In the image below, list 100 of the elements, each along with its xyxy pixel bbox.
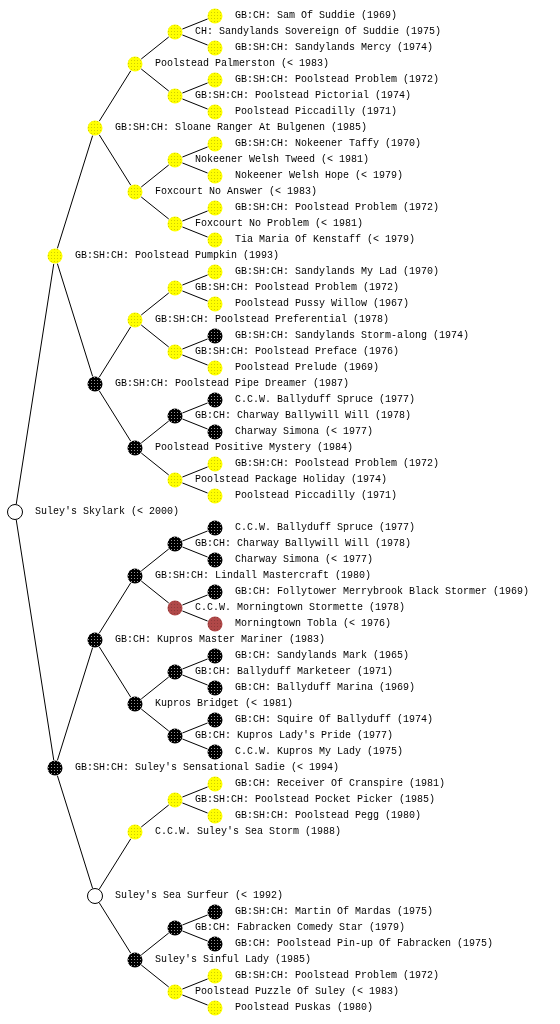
node-circle xyxy=(207,8,223,24)
pedigree-name: GB:SH:CH: Poolstead Pipe Dreamer (1987) xyxy=(115,378,350,390)
connector-line xyxy=(140,964,170,988)
node-circle xyxy=(207,936,223,952)
node-circle xyxy=(207,520,223,536)
node-circle xyxy=(87,376,103,392)
node-circle xyxy=(167,408,183,424)
connector-line xyxy=(181,658,209,670)
node-circle xyxy=(207,776,223,792)
pedigree-name: Poolstead Pussy Willow (1967) xyxy=(235,298,410,310)
pedigree-name: GB:SH:CH: Poolstead Preferential (1978) xyxy=(155,314,390,326)
connector-line xyxy=(140,292,170,316)
connector-line xyxy=(56,263,94,377)
node-circle xyxy=(207,1000,223,1016)
pedigree-name: GB:CH: Poolstead Pin-up Of Fabracken (1975) xyxy=(235,938,494,950)
connector-line xyxy=(98,134,132,186)
node-circle xyxy=(207,904,223,920)
node-circle xyxy=(207,72,223,88)
pedigree-name: Suley's Sea Surfeur (< 1992) xyxy=(115,890,284,902)
node-circle xyxy=(127,56,143,72)
connector-line xyxy=(181,210,209,222)
node-circle xyxy=(127,824,143,840)
pedigree-name: GB:SH:CH: Poolstead Problem (1972) xyxy=(235,74,440,86)
connector-line xyxy=(181,290,209,302)
pedigree-name: C.C.W. Ballyduff Spruce (1977) xyxy=(235,522,416,534)
connector-line xyxy=(181,914,209,926)
connector-line xyxy=(181,274,209,286)
node-circle xyxy=(87,120,103,136)
node-circle xyxy=(207,200,223,216)
connector-line xyxy=(181,402,209,414)
connector-line xyxy=(181,786,209,798)
pedigree-name: Charway Simona (< 1977) xyxy=(235,554,374,566)
connector-line xyxy=(15,263,55,505)
connector-line xyxy=(140,580,170,604)
connector-line xyxy=(181,594,209,606)
node-circle xyxy=(87,632,103,648)
node-circle xyxy=(207,328,223,344)
connector-line xyxy=(98,646,132,698)
node-circle xyxy=(207,104,223,120)
pedigree-name: GB:SH:CH: Suley's Sensational Sadie (< 1994) xyxy=(75,762,340,774)
pedigree-name: GB:SH:CH: Poolstead Pictorial (1974) xyxy=(195,90,412,102)
node-circle xyxy=(207,40,223,56)
pedigree-name: Foxcourt No Problem (< 1981) xyxy=(195,218,364,230)
pedigree-name: GB:SH:CH: Poolstead Problem (1972) xyxy=(235,458,440,470)
pedigree-name: C.C.W. Kupros My Lady (1975) xyxy=(235,746,404,758)
connector-line xyxy=(140,676,170,700)
pedigree-name: GB:CH: Sam Of Suddie (1969) xyxy=(235,10,398,22)
node-circle xyxy=(167,472,183,488)
node-circle xyxy=(207,360,223,376)
node-circle xyxy=(207,680,223,696)
node-circle xyxy=(167,344,183,360)
connector-line xyxy=(140,548,170,572)
pedigree-name: Nokeener Welsh Tweed (< 1981) xyxy=(195,154,370,166)
pedigree-name: GB:CH: Fabracken Comedy Star (1979) xyxy=(195,922,406,934)
node-circle xyxy=(207,456,223,472)
pedigree-name: GB:CH: Ballyduff Marina (1969) xyxy=(235,682,416,694)
node-circle xyxy=(207,616,223,632)
pedigree-name: GB:SH:CH: Poolstead Pumpkin (1993) xyxy=(75,250,280,262)
connector-line xyxy=(56,647,94,761)
node-circle xyxy=(207,712,223,728)
node-circle xyxy=(207,488,223,504)
node-circle xyxy=(47,248,63,264)
pedigree-name: GB:CH: Kupros Lady's Pride (1977) xyxy=(195,730,394,742)
pedigree-name: GB:SH:CH: Poolstead Pegg (1980) xyxy=(235,810,422,822)
node-circle xyxy=(167,88,183,104)
pedigree-name: GB:SH:CH: Poolstead Problem (1972) xyxy=(235,970,440,982)
node-circle xyxy=(207,296,223,312)
node-circle xyxy=(167,152,183,168)
pedigree-name: Poolstead Positive Mystery (1984) xyxy=(155,442,354,454)
connector-line xyxy=(181,738,209,750)
pedigree-name: Charway Simona (< 1977) xyxy=(235,426,374,438)
pedigree-name: GB:CH: Ballyduff Marketeer (1971) xyxy=(195,666,394,678)
node-circle xyxy=(127,568,143,584)
connector-line xyxy=(181,530,209,542)
node-circle xyxy=(167,280,183,296)
node-circle xyxy=(207,552,223,568)
pedigree-name: GB:SH:CH: Sandylands My Lad (1970) xyxy=(235,266,440,278)
connector-line xyxy=(181,610,209,622)
connector-line xyxy=(140,804,170,828)
pedigree-name: Suley's Sinful Lady (1985) xyxy=(155,954,312,966)
node-circle xyxy=(127,440,143,456)
connector-line xyxy=(181,98,209,110)
pedigree-name: GB:CH: Follytower Merrybrook Black Stormer (1969) xyxy=(235,586,530,598)
connector-line xyxy=(181,162,209,174)
connector-line xyxy=(98,838,132,890)
pedigree-name: Tia Maria Of Kenstaff (< 1979) xyxy=(235,234,416,246)
connector-line xyxy=(181,338,209,350)
connector-line xyxy=(98,326,132,378)
node-circle xyxy=(207,392,223,408)
node-circle xyxy=(167,664,183,680)
node-circle xyxy=(47,760,63,776)
connector-line xyxy=(181,930,209,942)
connector-line xyxy=(181,82,209,94)
pedigree-name: GB:SH:CH: Poolstead Problem (1972) xyxy=(195,282,400,294)
connector-line xyxy=(181,994,209,1006)
node-circle xyxy=(167,216,183,232)
pedigree-name: GB:SH:CH: Sandylands Mercy (1974) xyxy=(235,42,434,54)
pedigree-name: GB:CH: Charway Ballywill Will (1978) xyxy=(195,538,412,550)
pedigree-name: Poolstead Prelude (1969) xyxy=(235,362,380,374)
pedigree-name: CH: Sandylands Sovereign Of Suddie (1975) xyxy=(195,26,442,38)
